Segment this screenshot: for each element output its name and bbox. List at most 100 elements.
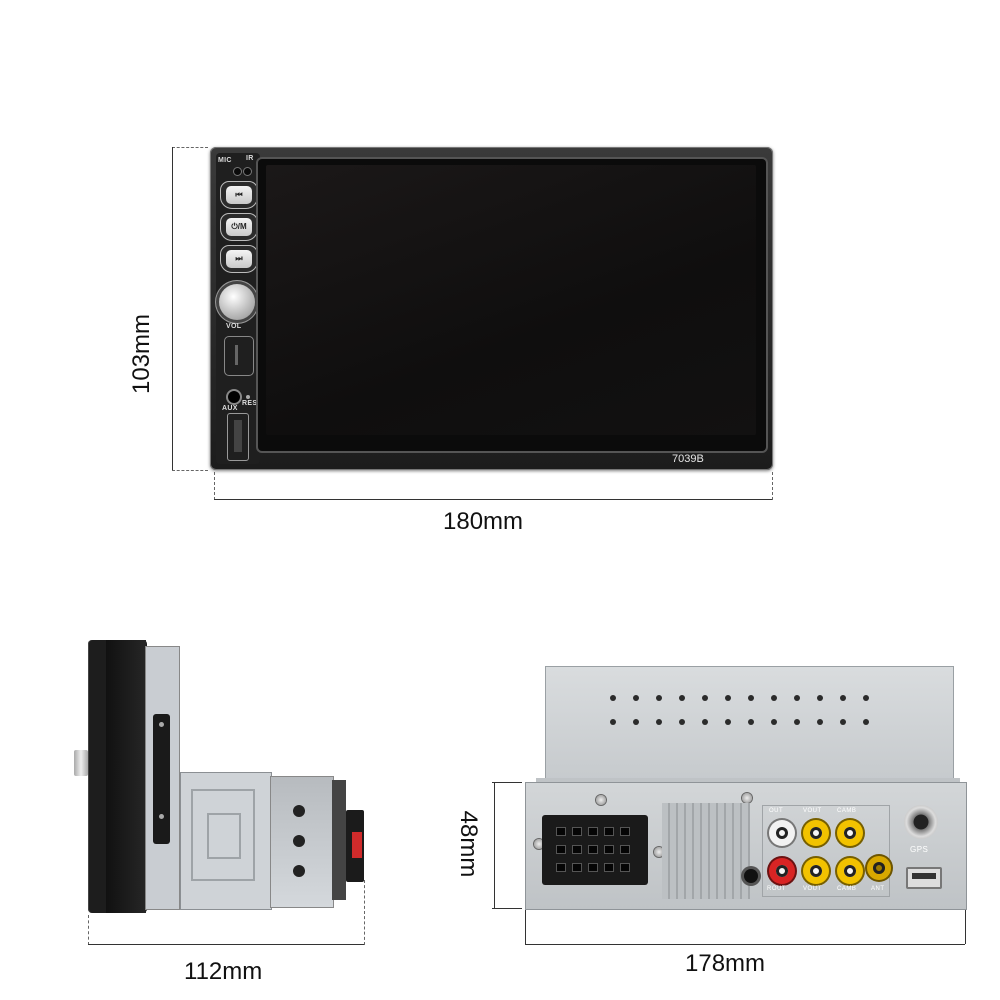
reset-button[interactable]	[246, 395, 250, 399]
iso-pin	[604, 845, 614, 854]
side-chassis	[270, 776, 334, 908]
aux-label: AUX	[222, 405, 238, 412]
vent-hole	[771, 695, 777, 701]
vol-label: VOL	[226, 323, 242, 330]
iso-pin	[588, 827, 598, 836]
iso-pin	[572, 827, 582, 836]
rca-panel: OUT VOUT CAMB ROUT VOUT CAMB ANT	[762, 805, 891, 897]
mic-icon	[234, 168, 241, 175]
rear-width-label: 178mm	[685, 950, 766, 977]
iso-pin	[604, 863, 614, 872]
res-label: RES	[242, 400, 258, 407]
next-track-button[interactable]: ⏭	[220, 245, 258, 273]
depth-guide-left	[88, 915, 89, 945]
rca-yellow-vout-2[interactable]	[803, 858, 829, 884]
side-connector	[346, 810, 364, 882]
height-guide-bottom	[172, 470, 208, 471]
vent-hole	[656, 695, 662, 701]
iso-pin	[588, 863, 598, 872]
depth-dimension-line	[88, 944, 364, 945]
usb-slot[interactable]	[227, 413, 249, 461]
iso-pin	[620, 827, 630, 836]
iso-pin	[556, 845, 566, 854]
rca-label-vout: VOUT	[803, 808, 822, 814]
faceplate-edge	[106, 640, 146, 913]
rca-white-out[interactable]	[769, 820, 795, 846]
model-number: 7039B	[672, 453, 704, 465]
iso-pin	[588, 845, 598, 854]
iso-pin	[604, 827, 614, 836]
front-view-head-unit: MIC IR ⏮ ⏻/M ⏭ VOL AUX RES 7039B	[210, 147, 773, 470]
vent-hole	[771, 719, 777, 725]
sd-card-slot[interactable]	[224, 336, 254, 376]
rear-panel: OUT VOUT CAMB ROUT VOUT CAMB ANT GPS	[525, 782, 967, 910]
rca-yellow-vout[interactable]	[803, 820, 829, 846]
rear-height-guide-bottom	[492, 908, 522, 909]
power-icon: ⏻/M	[231, 222, 247, 231]
vent-hole	[610, 719, 616, 725]
rca-label-rout: ROUT	[767, 886, 786, 892]
rca-yellow-camb[interactable]	[837, 820, 863, 846]
mic-jack[interactable]	[744, 869, 758, 883]
aux-jack[interactable]	[228, 391, 240, 403]
rca-red-rout[interactable]	[769, 858, 795, 884]
vent-hole	[794, 719, 800, 725]
vent-hole	[633, 719, 639, 725]
skip-back-icon: ⏮	[235, 190, 243, 199]
vent-hole	[748, 719, 754, 725]
heat-sink	[662, 803, 750, 899]
vent-hole	[702, 695, 708, 701]
width-guide-left	[214, 472, 215, 500]
rear-height-guide-top	[492, 782, 522, 783]
vent-hole	[794, 695, 800, 701]
side-rear-plate	[332, 780, 346, 900]
power-mode-button[interactable]: ⏻/M	[220, 213, 258, 241]
volume-knob[interactable]	[219, 284, 255, 320]
vent-hole	[633, 695, 639, 701]
rear-width-guide-right	[965, 910, 966, 944]
rear-width-dimension-line	[525, 944, 965, 945]
screen-bezel	[258, 159, 766, 451]
front-height-label: 103mm	[128, 313, 155, 395]
rca-label-camb-2: CAMB	[837, 886, 857, 892]
skip-forward-icon: ⏭	[235, 254, 243, 263]
front-width-label: 180mm	[443, 508, 524, 535]
side-bracket	[180, 772, 272, 910]
depth-guide-right	[364, 880, 365, 945]
side-mount-clip	[153, 714, 170, 844]
side-depth-label: 112mm	[184, 958, 263, 985]
rca-yellow-camb-2[interactable]	[837, 858, 863, 884]
gps-label: GPS	[910, 845, 929, 854]
iso-connector[interactable]	[542, 815, 648, 885]
vent-hole	[817, 695, 823, 701]
rear-height-dimension-line	[494, 782, 495, 908]
vent-hole	[610, 695, 616, 701]
iso-pin	[572, 845, 582, 854]
iso-pin	[556, 827, 566, 836]
rca-label-vout-2: VOUT	[803, 886, 822, 892]
touch-screen[interactable]	[266, 165, 756, 435]
vent-hole	[656, 719, 662, 725]
rear-height-label: 48mm	[455, 810, 482, 878]
rear-usb-port[interactable]	[906, 867, 942, 889]
vent-hole	[748, 695, 754, 701]
width-guide-right	[772, 472, 773, 500]
width-dimension-line	[214, 499, 772, 500]
iso-pin	[556, 863, 566, 872]
side-volume-knob	[74, 750, 88, 776]
previous-track-button[interactable]: ⏮	[220, 181, 258, 209]
gps-port[interactable]	[904, 805, 938, 839]
iso-pin	[572, 863, 582, 872]
vent-hole	[863, 695, 869, 701]
iso-pin	[620, 845, 630, 854]
ir-sensor-icon	[244, 168, 251, 175]
antenna-port[interactable]	[867, 856, 891, 880]
vent-hole	[863, 719, 869, 725]
rca-label-out: OUT	[769, 808, 784, 814]
mic-label: MIC	[218, 157, 232, 164]
vent-hole	[817, 719, 823, 725]
rear-top-chassis	[545, 666, 954, 782]
rca-label-camb: CAMB	[837, 808, 857, 814]
vent-hole	[702, 719, 708, 725]
vent-hole	[840, 719, 846, 725]
